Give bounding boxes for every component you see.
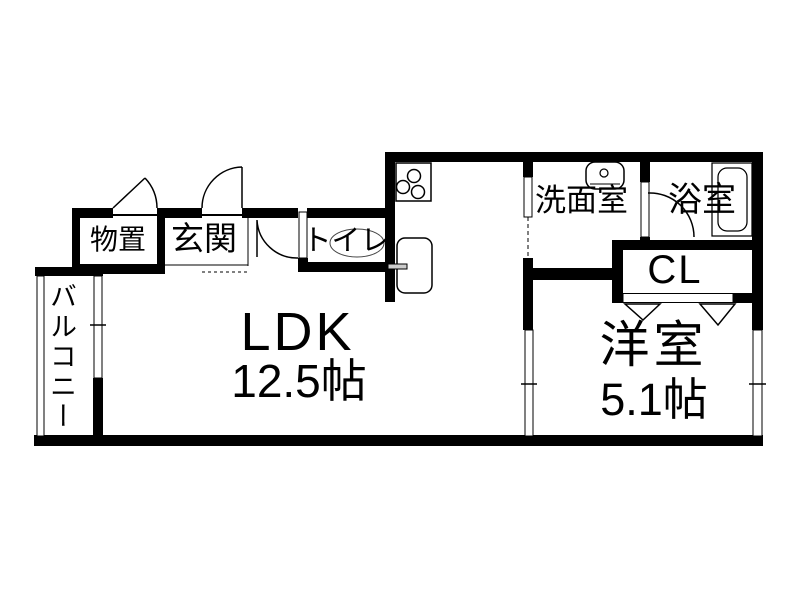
washbasin-bowl [585, 161, 625, 190]
door-threshold [113, 214, 157, 216]
room-label-washroom: 洗面室 [535, 183, 628, 218]
kitchen-faucet [387, 263, 408, 270]
storage-door-arc [112, 177, 158, 209]
entrance-door-arc [201, 166, 243, 209]
walls [34, 152, 763, 446]
room-label-balcony: バルコニー [46, 282, 76, 432]
kitchen-sink-icon [387, 237, 433, 294]
door-threshold [202, 214, 242, 216]
wall [72, 208, 113, 218]
wall [93, 378, 103, 436]
room-label-closet: CL [647, 248, 703, 292]
toilet-door-opening [298, 211, 308, 259]
balcony-rail [36, 275, 45, 437]
bathtub-inner [717, 167, 748, 232]
slider-ldk-western [524, 329, 534, 437]
wall [385, 152, 395, 302]
room-label-entrance: 玄関 [171, 220, 237, 257]
wall [242, 208, 298, 218]
room-label-ldk: LDK [240, 302, 355, 362]
wall [385, 152, 763, 162]
floor-lines [165, 217, 529, 273]
openings [36, 176, 763, 437]
stove-burner [395, 179, 411, 195]
bathtub-outer [711, 162, 753, 237]
window-ticks [90, 324, 766, 385]
toilet-door-arc [256, 219, 299, 259]
wall [298, 262, 395, 272]
folding-door-panel [698, 303, 737, 327]
bathtub-icon [711, 162, 753, 237]
wall [34, 435, 763, 446]
window-balcony [93, 275, 103, 379]
wall [157, 216, 165, 266]
room-label-western-room: 洋室 [599, 317, 708, 373]
stove-burner [406, 168, 422, 184]
wall [307, 208, 385, 218]
toilet-icon [329, 228, 385, 258]
wall [72, 264, 165, 274]
bathroom-door-opening [640, 181, 650, 238]
stove-icon [395, 162, 432, 202]
doors [112, 166, 695, 259]
wall [523, 258, 533, 330]
wall [640, 152, 650, 182]
room-label-toilet: トイレ [302, 225, 390, 257]
wall [612, 240, 623, 303]
window-western [752, 329, 763, 437]
wall [523, 152, 533, 177]
room-label-storage: 物置 [89, 224, 146, 255]
room-size-ldk: 12.5帖 [231, 355, 367, 407]
washbasin-drain [599, 168, 609, 178]
room-label-bathroom: 浴室 [668, 181, 736, 219]
closet-folding-door-icon [623, 303, 737, 327]
wall [612, 240, 763, 250]
stove-burner [410, 184, 426, 200]
wall [523, 268, 618, 280]
closet-opening [622, 293, 734, 303]
room-size-western-room: 5.1帖 [600, 374, 708, 425]
washbasin-icon [585, 161, 625, 190]
folding-door-panel [623, 303, 662, 322]
wall [733, 293, 763, 303]
wall [612, 293, 623, 303]
wall [72, 208, 80, 276]
bathroom-door-arc [647, 192, 695, 238]
wall [157, 208, 202, 218]
wall [35, 267, 103, 276]
